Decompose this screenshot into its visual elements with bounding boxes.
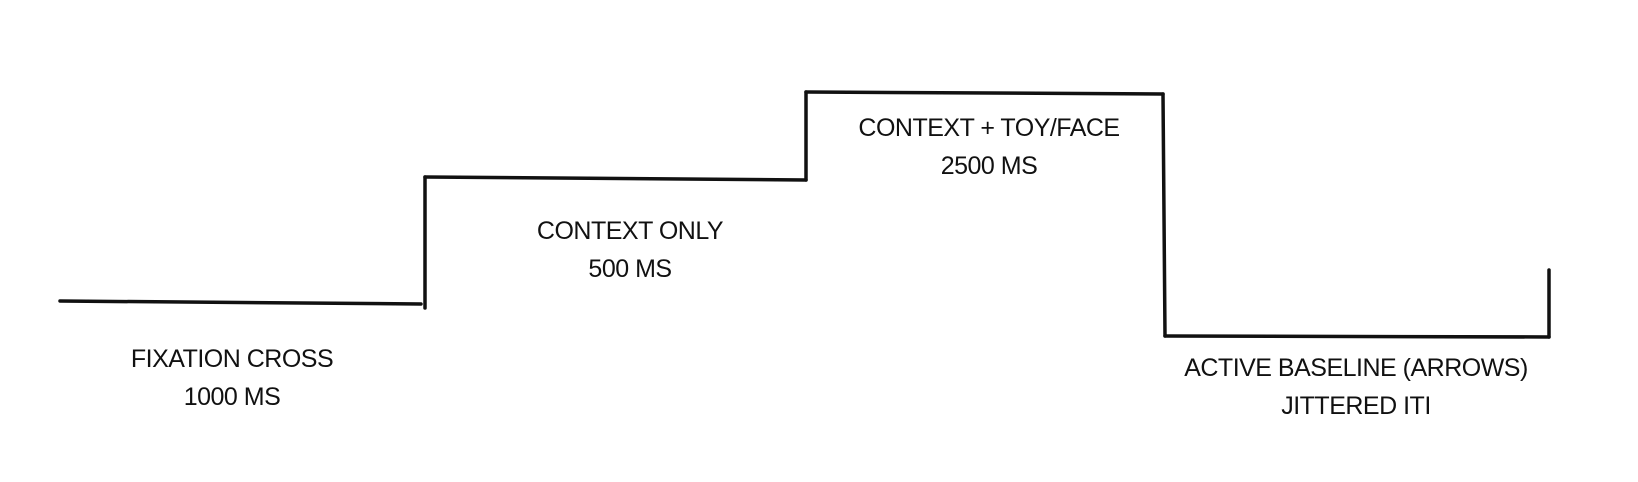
context-only-segment [423,175,808,182]
step-down [1161,92,1167,338]
phase-duration: 500 MS [588,255,672,283]
phase-duration: 1000 MS [183,383,281,411]
phase-label-fixation: FIXATION CROSS 1000 MS [130,340,334,416]
baseline-segment [1163,334,1551,339]
phase-name: CONTEXT ONLY [536,217,724,245]
phase-label-context-toy-face: CONTEXT + TOY/FACE 2500 MS [858,109,1120,185]
phase-duration: JITTERED ITI [1281,392,1431,420]
phase-name: CONTEXT + TOY/FACE [858,114,1120,142]
fixation-segment [58,299,423,306]
phase-label-active-baseline: ACTIVE BASELINE (ARROWS) JITTERED ITI [1184,349,1528,425]
phase-name: ACTIVE BASELINE (ARROWS) [1184,354,1528,382]
phase-duration: 2500 MS [940,152,1038,180]
phase-name: FIXATION CROSS [130,345,334,373]
context-toy-face-segment [804,90,1165,96]
phase-label-context-only: CONTEXT ONLY 500 MS [536,212,724,288]
